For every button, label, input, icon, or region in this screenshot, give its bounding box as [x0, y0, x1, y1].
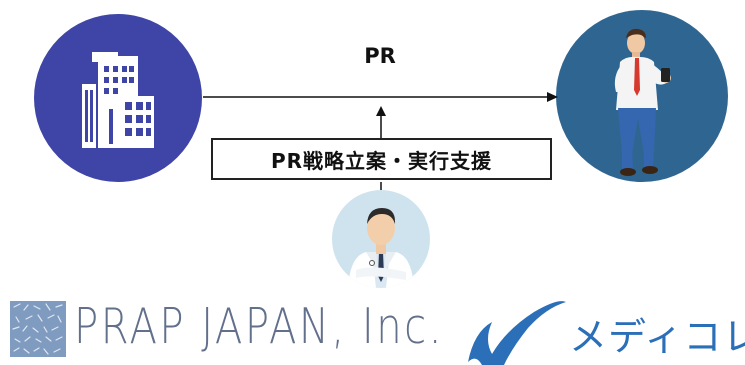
flow-label: PR: [364, 44, 396, 68]
prap-japan-logo: PRAP JAPAN, Inc.: [0, 296, 441, 362]
medicolle-logo: メディコレ: [462, 292, 745, 365]
medicolle-wordmark: メディコレ: [569, 315, 745, 359]
consultant-portrait-icon: [348, 208, 414, 288]
support-arrow: [376, 106, 386, 138]
businessman-with-phone-icon: [614, 28, 671, 176]
company-node: [34, 14, 202, 182]
office-building-icon: [82, 52, 154, 148]
prap-japan-wordmark: PRAP JAPAN, Inc.: [74, 298, 444, 355]
prap-pattern-mark: [10, 301, 66, 357]
medicolle-swoosh-mark: [468, 301, 566, 365]
consultant-node: [332, 190, 430, 288]
main-arrow: [203, 92, 558, 102]
strategy-box: PR戦略立案・実行支援: [211, 138, 552, 180]
customer-node: [556, 10, 728, 182]
